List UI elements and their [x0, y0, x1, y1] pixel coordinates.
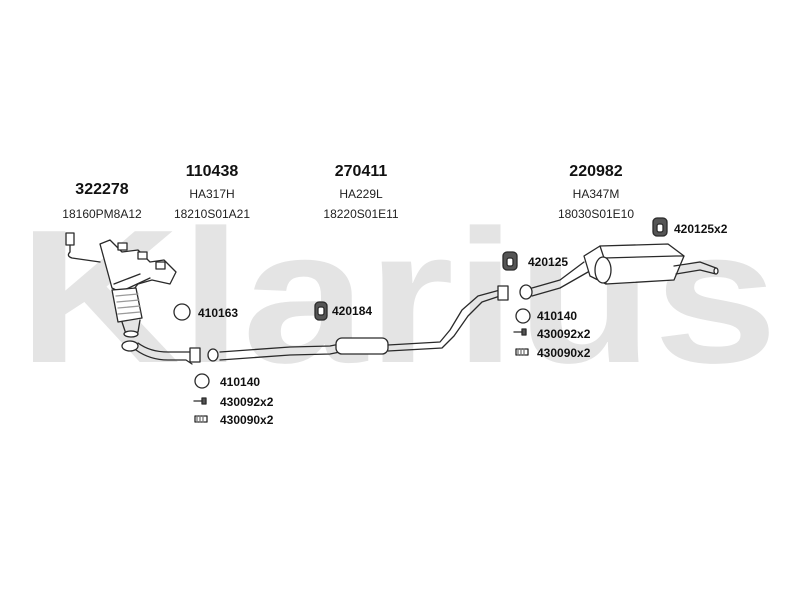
part-number-220982: 220982: [569, 163, 623, 180]
hanger-420125x2-icon: [652, 217, 668, 237]
bolt-430092-bottom-icon: [193, 397, 207, 405]
label-spring-bottom: 430090x2: [220, 413, 274, 427]
rear-silencer-icon: [519, 243, 719, 300]
lambda-sensor-icon: [65, 232, 101, 263]
label-ring-left: 410163: [198, 306, 239, 320]
label-spring-right: 430090x2: [537, 346, 591, 360]
label-bolt-right: 430092x2: [537, 327, 591, 341]
ring-410163-icon: [173, 303, 191, 321]
label-ring-bottom: 410140: [220, 375, 261, 389]
spring-430090-bottom-icon: [194, 415, 208, 423]
label-hanger-right: 420125: [528, 255, 569, 269]
manifold-catalyst-icon: [99, 239, 177, 338]
oem-number-270411: 18220S01E11: [323, 207, 399, 221]
part-number-110438: 110438: [185, 163, 239, 180]
code-220982: HA347M: [572, 187, 620, 201]
centre-pipe-icon: [219, 285, 509, 361]
hanger-420125-icon: [502, 251, 518, 271]
front-pipe-icon: [121, 340, 219, 365]
watermark-text: Klarius: [18, 191, 778, 403]
oem-number-110438: 18210S01A21: [173, 207, 251, 221]
label-hanger-top-right: 420125x2: [674, 222, 728, 236]
oem-number-220982: 18030S01E10: [557, 207, 635, 221]
part-number-322278: 322278: [75, 181, 129, 198]
code-110438: HA317H: [189, 187, 235, 201]
label-bolt-bottom: 430092x2: [220, 395, 274, 409]
label-ring-right: 410140: [537, 309, 578, 323]
spring-430090-right-icon: [515, 348, 529, 356]
oem-number-322278: 18160PM8A12: [62, 207, 142, 221]
part-number-270411: 270411: [334, 163, 388, 180]
bolt-430092-right-icon: [513, 328, 527, 336]
hanger-420184-icon: [314, 301, 328, 321]
code-270411: HA229L: [339, 187, 383, 201]
ring-410140-bottom-icon: [194, 373, 210, 389]
ring-410140-right-icon: [515, 308, 531, 324]
label-hanger-mid: 420184: [332, 304, 373, 318]
